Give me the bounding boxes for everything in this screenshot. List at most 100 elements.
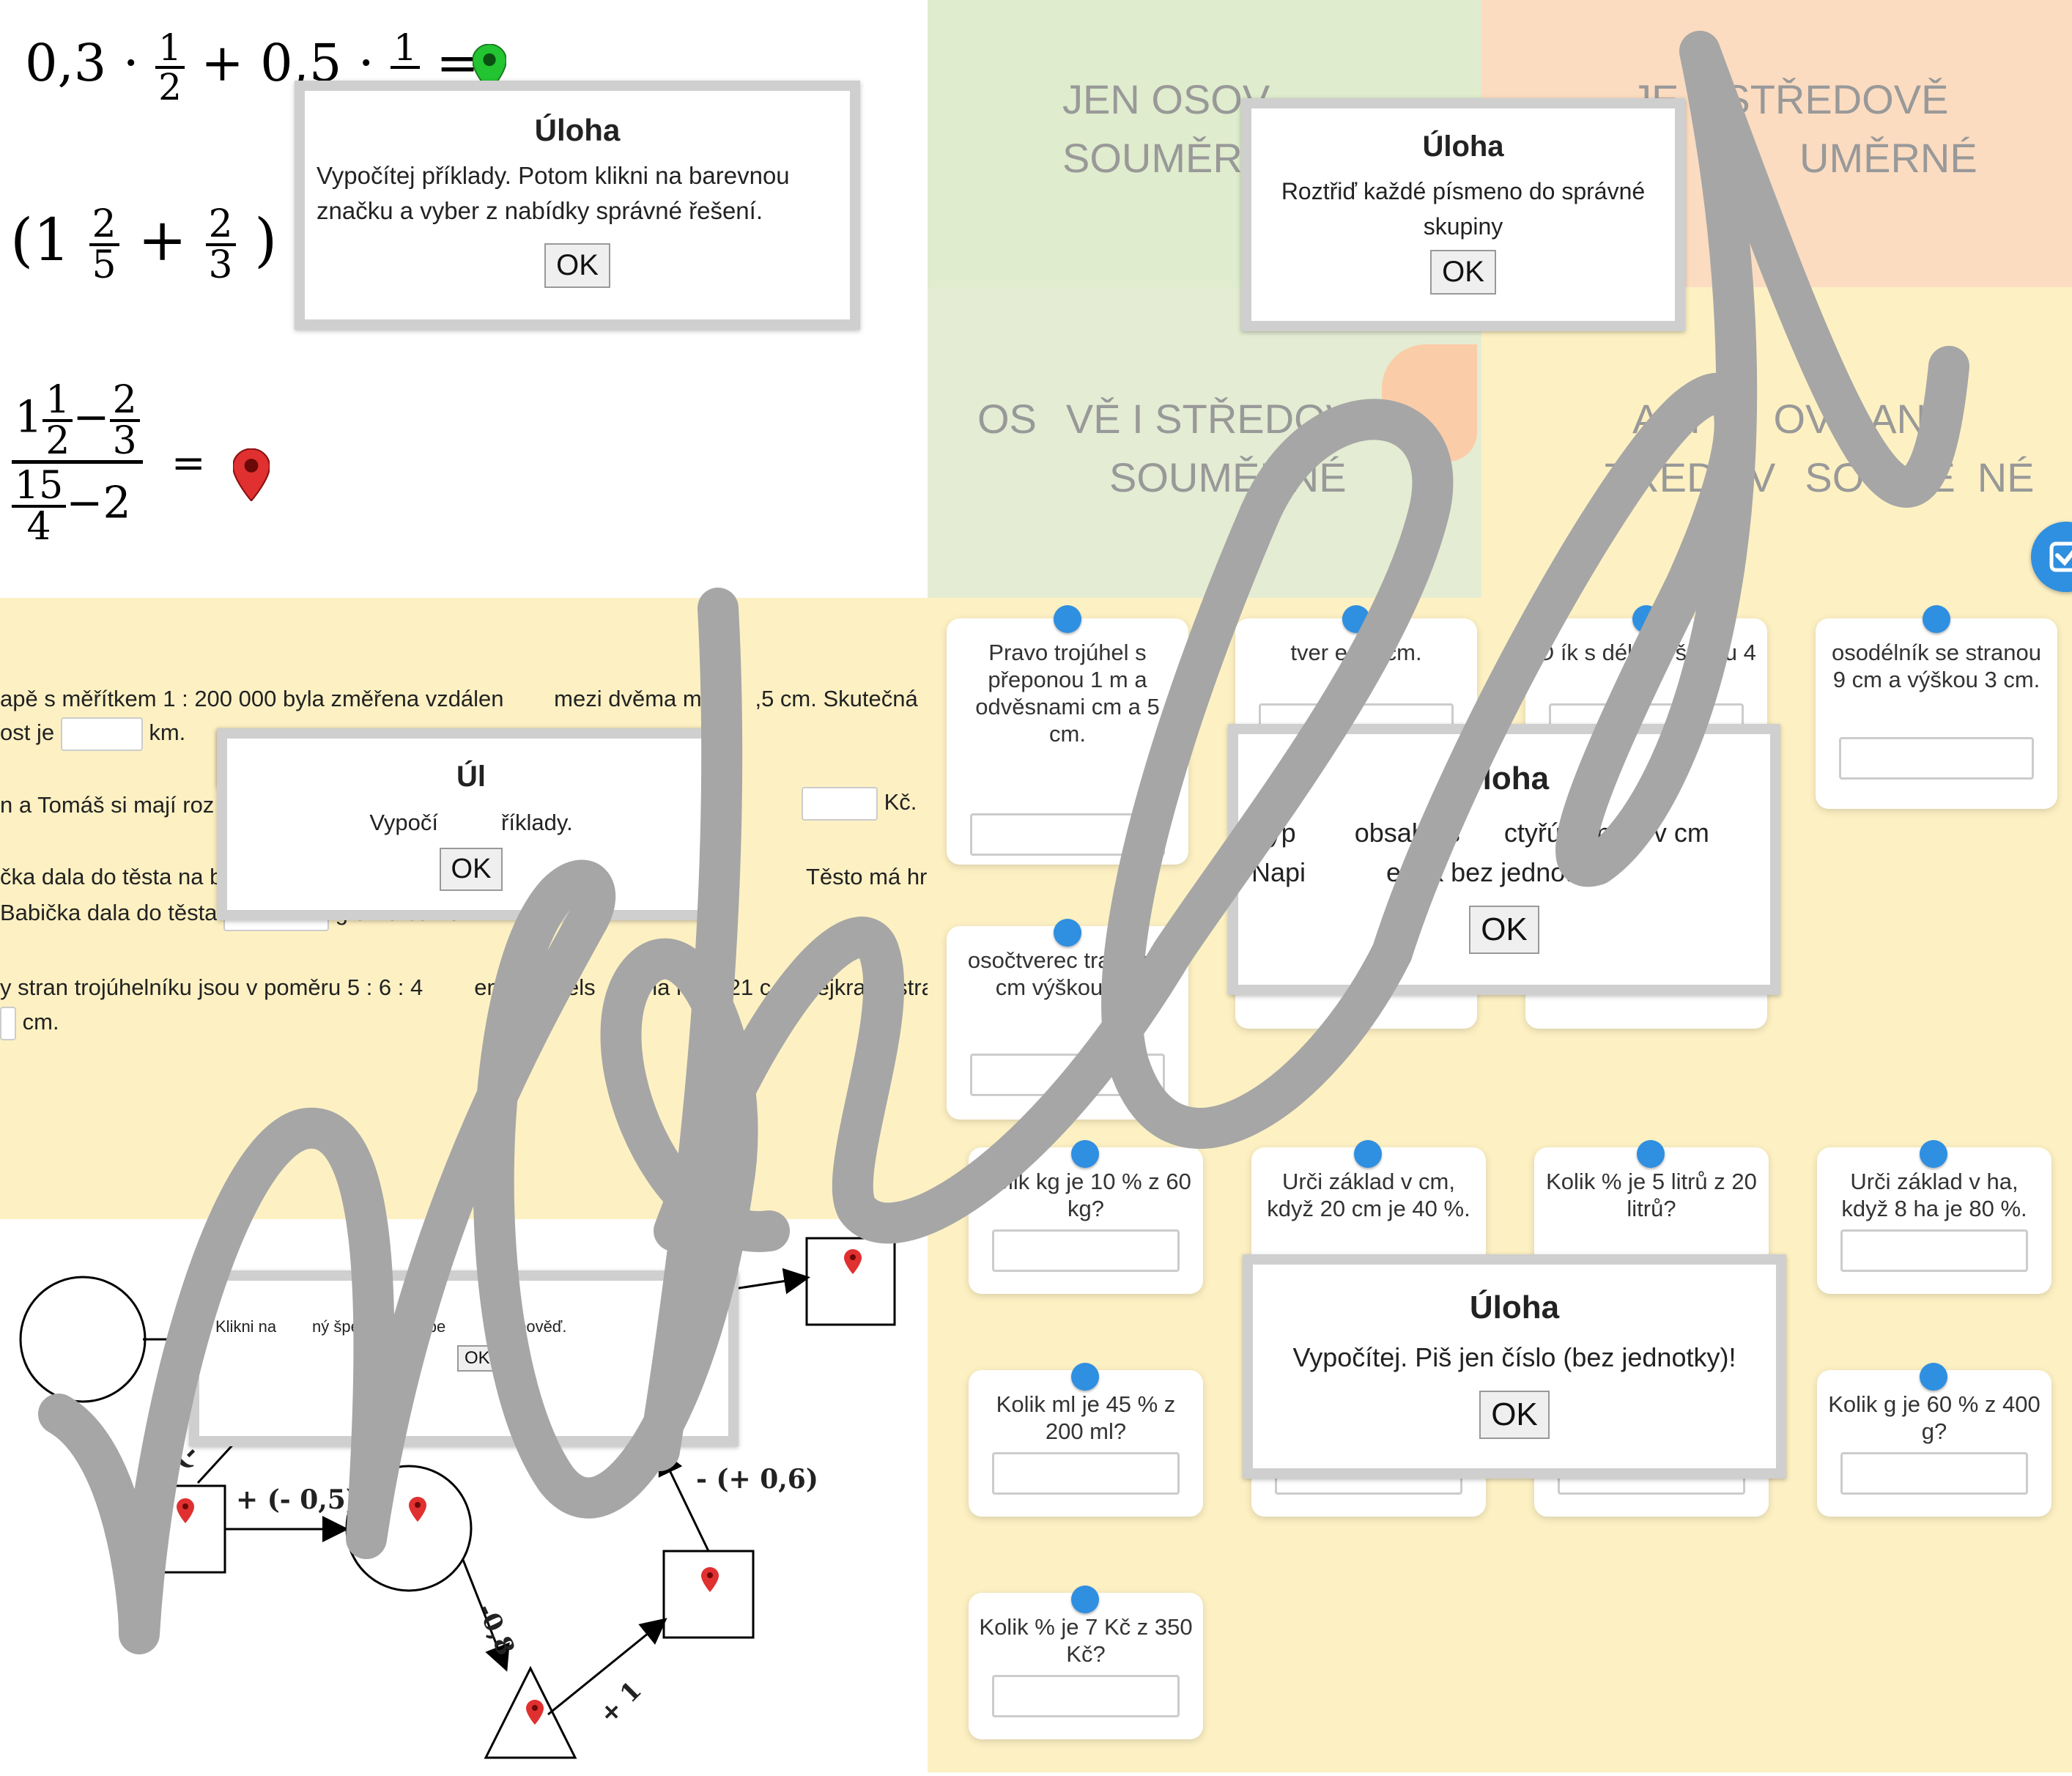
drag-handle-dot[interactable]	[1920, 1363, 1947, 1391]
word-problems-panel: apě s měřítkem 1 : 200 000 byla změřena …	[0, 598, 928, 1219]
percent-task-dialog: Úloha Vypočítej. Piš jen číslo (bez jedn…	[1243, 1254, 1786, 1479]
ok-button[interactable]: OK	[1430, 250, 1496, 295]
eq2-denominator-1: 5	[92, 243, 116, 287]
eq3-bot-num: 15	[12, 467, 67, 508]
percent-card: Urči základ v cm, když 20 cm je 40 %.	[1251, 1147, 1486, 1294]
card-text: Urči základ v cm, když 20 cm je 40 %.	[1267, 1169, 1470, 1221]
math-panel: 0,3 · 1 2 + 0,5 · 1 = (1 2 5 + 2 3 ) : (	[0, 0, 928, 598]
green-map-pin-icon[interactable]	[473, 44, 506, 92]
card-text: Kolik % je 5 litrů z 20 litrů?	[1546, 1169, 1757, 1221]
edge-label: + (- 0,5)	[236, 1484, 358, 1515]
graph-node-triangle	[484, 1665, 577, 1759]
drag-handle-dot[interactable]	[1637, 1140, 1665, 1168]
ok-button[interactable]: OK	[1469, 906, 1539, 954]
word-task-dialog: Úl Vypočí říklady. OK	[217, 728, 725, 920]
task-dialog-title: Úloha	[534, 113, 621, 147]
eq3-top-den-2: 3	[112, 419, 137, 463]
red-map-pin-icon[interactable]	[844, 1248, 862, 1275]
quadrant-both[interactable]	[928, 287, 1481, 598]
card-text: osodélník se stranou 9 cm a výškou 3 cm.	[1831, 640, 2042, 692]
eq2-numerator-1: 2	[89, 205, 119, 246]
red-map-pin-icon[interactable]	[409, 1496, 426, 1522]
drag-handle-dot[interactable]	[1920, 1140, 1947, 1168]
problem-4-answer-row: cm.	[0, 1007, 59, 1040]
eq3-top-num: 1	[42, 381, 73, 422]
card-text: Kolik g je 60 % z 400 g?	[1828, 1391, 2040, 1444]
drag-handle-dot[interactable]	[1054, 605, 1081, 633]
percent-card: Urči základ v ha, když 8 ha je 80 %.	[1817, 1147, 2051, 1294]
p1-c: ,5 cm. Skutečná	[755, 686, 918, 711]
drag-handle-dot[interactable]	[1054, 919, 1081, 947]
percent-card: Kolik kg je 10 % z 60 kg?	[969, 1147, 1203, 1294]
red-map-pin-icon[interactable]	[177, 1498, 194, 1524]
card-answer-input[interactable]	[992, 1675, 1180, 1717]
ok-button[interactable]: OK	[439, 848, 503, 891]
eq2-plus: +	[138, 206, 188, 274]
graph-edge	[547, 1618, 667, 1716]
p4-unit: cm.	[22, 1009, 59, 1035]
answer-input-cm[interactable]	[0, 1007, 16, 1040]
eq1-numerator: 1	[155, 29, 185, 69]
card-text: Kolik % je 7 Kč z 350 Kč?	[979, 1614, 1193, 1667]
card-answer-input[interactable]	[1839, 737, 2034, 780]
sort-task-dialog: Úloha Roztřiď každé písmeno do správné s…	[1241, 98, 1685, 331]
answer-input-km[interactable]	[60, 717, 143, 751]
card-answer-input[interactable]	[992, 1229, 1180, 1272]
eq2-numerator-2: 2	[205, 205, 236, 246]
p1-unit: km.	[149, 719, 186, 746]
p3-c: Babička dala do těsta	[0, 900, 218, 926]
answer-input-kc[interactable]	[802, 787, 878, 821]
red-map-pin-icon[interactable]	[233, 448, 270, 501]
eq1-fraction-2: 1	[391, 29, 420, 106]
eq2-fraction-2: 2 3	[205, 205, 236, 284]
percent-dialog-title: Úloha	[1469, 1290, 1560, 1325]
card-answer-input[interactable]	[1840, 1229, 2028, 1272]
percent-card: Kolik % je 7 Kč z 350 Kč?	[969, 1593, 1203, 1739]
drag-handle-dot[interactable]	[1071, 1363, 1099, 1391]
edge-label: - (+ 0,6)	[696, 1464, 818, 1495]
problem-1-answer-row: ost je km.	[0, 717, 185, 751]
p1-b: mezi dvěma měs	[554, 686, 726, 711]
card-answer-input[interactable]	[992, 1452, 1180, 1495]
drag-handle-dot[interactable]	[1923, 605, 1950, 633]
eq1-denominator: 2	[158, 66, 182, 108]
check-submit-button[interactable]	[2031, 522, 2072, 592]
p3-a: čka dala do těsta na b	[0, 864, 223, 889]
card-text: Pravo trojúhel s přeponou 1 m a odvěsnam…	[975, 640, 1160, 747]
drag-handle-dot[interactable]	[1071, 1586, 1099, 1613]
ok-button[interactable]: OK	[1479, 1391, 1550, 1439]
card-answer-input[interactable]	[1840, 1452, 2028, 1495]
drag-handle-dot[interactable]	[1354, 1140, 1382, 1168]
problem-1-text: apě s měřítkem 1 : 200 000 byla změřena …	[0, 686, 918, 712]
p4-a: y stran trojúhelníku jsou v poměru 5 : 6…	[0, 974, 423, 1000]
p1-a: apě s měřítkem 1 : 200 000 byla změřena …	[0, 686, 504, 711]
eq1-lead: 0,3 ·	[25, 33, 139, 93]
p1-d: ost je	[0, 719, 55, 746]
problem-3-text: čka dala do těsta na b	[0, 864, 222, 890]
task-dialog: Úloha Vypočítej příklady. Potom klikni n…	[295, 81, 860, 330]
problem-2-answer-row: Kč.	[802, 787, 917, 821]
eq2-fraction-1: 2 5	[89, 205, 119, 284]
eq3-top-num-2: 2	[109, 381, 140, 422]
equation-1: 0,3 · 1 2 + 0,5 · 1 =	[25, 29, 479, 106]
card-text: Kolik ml je 45 % z 200 ml?	[996, 1391, 1176, 1444]
card-text: Urči základ v ha, když 8 ha je 80 %.	[1841, 1169, 2027, 1221]
area-card: osodélník se stranou 9 cm a výškou 3 cm.	[1816, 618, 2057, 809]
percent-dialog-text: Vypočítej. Piš jen číslo (bez jednotky)!	[1292, 1342, 1736, 1372]
ok-button[interactable]: OK	[544, 243, 610, 288]
sort-dialog-text: Roztřiď každé písmeno do správné skupiny	[1281, 178, 1646, 240]
red-map-pin-icon[interactable]	[701, 1566, 719, 1593]
percent-card: Kolik g je 60 % z 400 g?	[1817, 1370, 2051, 1517]
graph-edge	[462, 1559, 510, 1672]
drag-handle-dot[interactable]	[1071, 1140, 1099, 1168]
red-map-pin-icon[interactable]	[526, 1699, 544, 1725]
eq3-bottom-minus: −2	[66, 477, 131, 529]
eq3-equals: =	[171, 440, 206, 487]
word-dialog-text: Vypočí říklady.	[369, 810, 573, 835]
eq2-open: (1	[10, 206, 71, 274]
